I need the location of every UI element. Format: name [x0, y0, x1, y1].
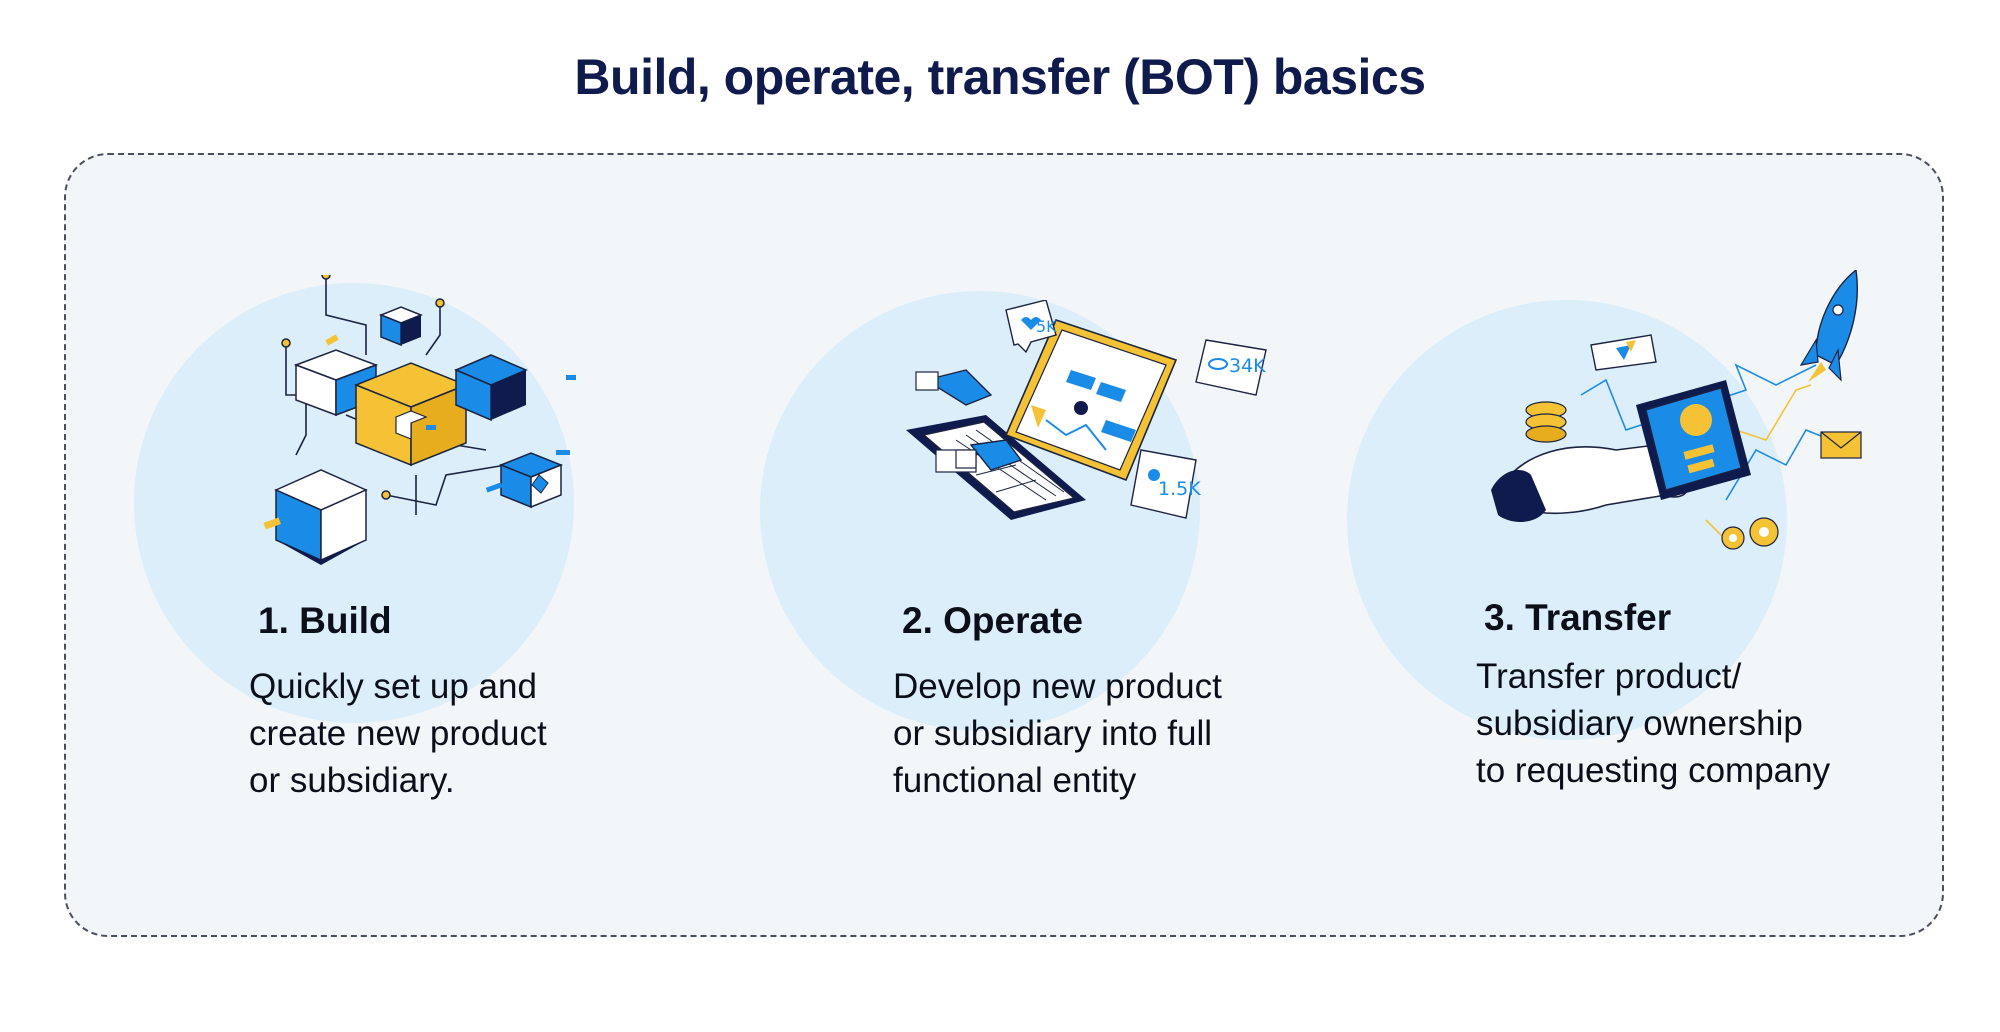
step-2-line-1: Develop new product: [893, 667, 1222, 706]
badge-34k: 34K: [1229, 355, 1266, 377]
step-3-title: 3. Transfer: [1484, 597, 1672, 638]
hand-phone-rocket-icon: [1491, 270, 1862, 550]
step-3-circle: [1347, 300, 1787, 740]
step-1-description: Quickly set up and create new product or…: [249, 663, 679, 804]
step-3-line-3: to requesting company: [1476, 751, 1831, 790]
badge-5k: 5K: [1036, 317, 1057, 336]
step-2-line-2: or subsidiary into full: [893, 714, 1213, 753]
badge-1-5k: 1.5K: [1158, 478, 1201, 500]
steps-panel: 1. Build Quickly set up and create new p…: [64, 153, 1944, 937]
step-2-title: 2. Operate: [902, 600, 1083, 641]
step-1-line-2: create new product: [249, 714, 547, 753]
step-3-line-1: Transfer product/: [1476, 657, 1742, 696]
step-2-description: Develop new product or subsidiary into f…: [893, 663, 1323, 804]
laptop-analytics-icon: 5K 34K 1.5K: [906, 300, 1267, 520]
step-1-line-3: or subsidiary.: [249, 761, 455, 800]
step-3-description: Transfer product/ subsidiary ownership t…: [1476, 653, 1906, 794]
page-title: Build, operate, transfer (BOT) basics: [574, 49, 1426, 105]
building-blocks-icon: [263, 275, 576, 565]
step-1-title: 1. Build: [258, 600, 392, 641]
step-1-line-1: Quickly set up and: [249, 667, 537, 706]
step-2-line-3: functional entity: [893, 761, 1137, 800]
step-3-line-2: subsidiary ownership: [1476, 704, 1803, 743]
